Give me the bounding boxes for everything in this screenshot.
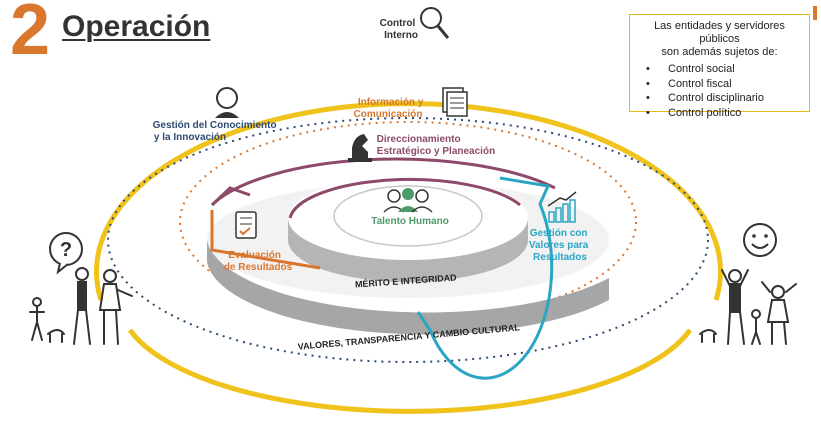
purple-strategy-arc-inner bbox=[288, 177, 521, 219]
list-item: Control fiscal bbox=[636, 77, 803, 92]
purple-arc-tail bbox=[210, 186, 251, 207]
page-title: Operación bbox=[62, 10, 211, 43]
knowledge-dotted-ring bbox=[107, 117, 709, 363]
results-evaluation-label: Evaluación de Resultados bbox=[224, 250, 293, 273]
question-mark-text: ? bbox=[60, 239, 72, 261]
list-item: Control político bbox=[636, 106, 803, 121]
talento-humano-label: Talento Humano bbox=[371, 216, 449, 227]
outer-yellow-ring-bottom bbox=[127, 328, 693, 414]
question-bubble-icon bbox=[49, 232, 83, 275]
people-group-icon bbox=[383, 188, 433, 213]
orange-evaluation-arc bbox=[210, 210, 321, 270]
strategic-planning-label: Direccionamiento Estratégico y Planeació… bbox=[377, 134, 496, 157]
smiley-icon bbox=[743, 223, 777, 257]
teal-values-arc bbox=[416, 176, 554, 380]
list-item: Control social bbox=[636, 62, 803, 77]
note-heading: Las entidades y servidores públicos son … bbox=[654, 20, 785, 58]
outer-gray-platform bbox=[207, 240, 609, 335]
controls-note-box: Las entidades y servidores públicos son … bbox=[629, 14, 810, 120]
knowledge-management-label: Gestión del Conocimiento y la Innovación bbox=[153, 120, 280, 143]
values-management-label: Gestión con Valores para Resultados bbox=[529, 228, 591, 263]
thinker-icon bbox=[215, 87, 239, 118]
section-number: 2 bbox=[10, 0, 51, 70]
left-family-figures bbox=[29, 267, 133, 345]
corner-accent-mark bbox=[813, 6, 817, 20]
magnifier-icon bbox=[420, 7, 450, 39]
list-item: Control disciplinario bbox=[636, 91, 803, 106]
right-family-figures bbox=[699, 269, 797, 345]
information-communication-label: Información y Comunicación bbox=[354, 97, 427, 120]
controls-list: Control social Control fiscal Control di… bbox=[636, 62, 803, 120]
documents-icon bbox=[442, 87, 468, 117]
chess-knight-icon bbox=[348, 134, 372, 162]
bar-chart-icon bbox=[547, 191, 577, 223]
talent-inner-ellipse bbox=[333, 185, 483, 247]
control-interno-label: Control Interno bbox=[380, 18, 418, 41]
checklist-icon bbox=[235, 211, 257, 239]
